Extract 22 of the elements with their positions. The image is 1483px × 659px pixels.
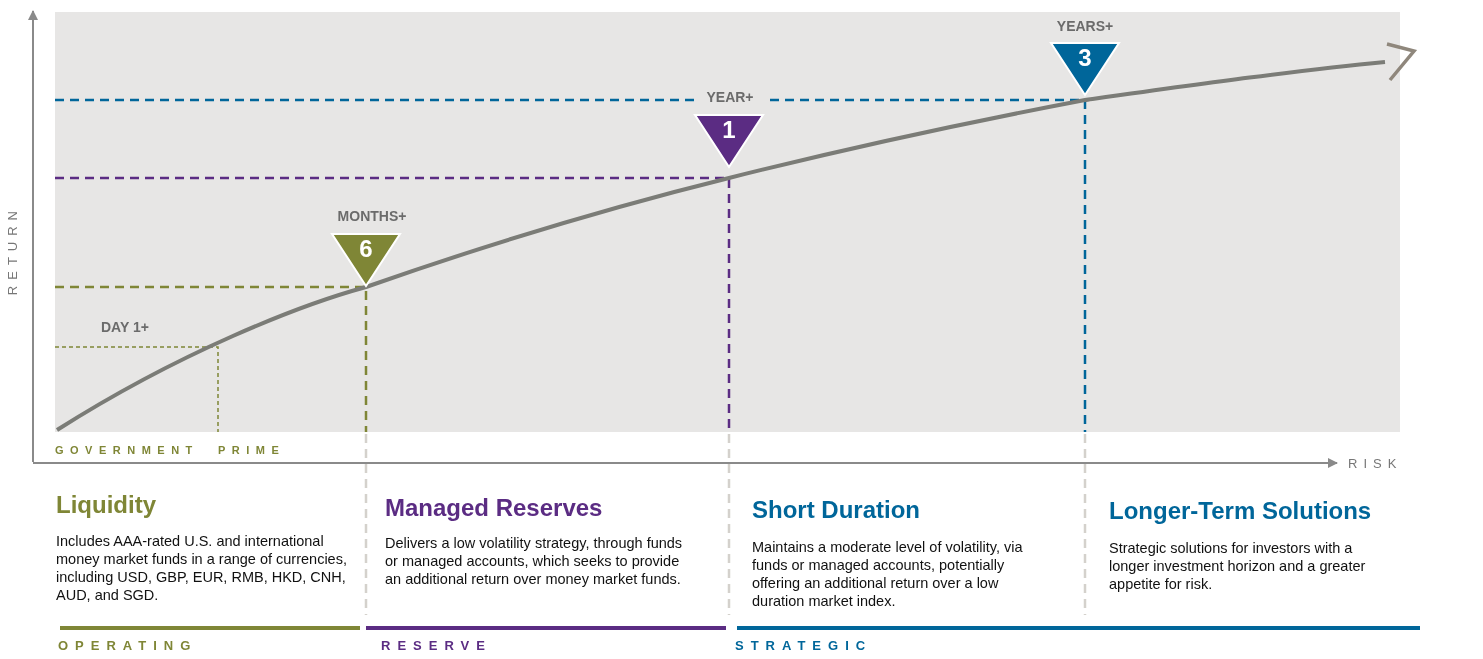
section-heading: Short Duration — [752, 496, 920, 524]
category-label: RESERVE — [381, 638, 492, 653]
tier-label: PRIME — [218, 444, 286, 456]
marker-label: MONTHS+ — [337, 208, 407, 224]
section-description: Strategic solutions for investors with a longer investment horizon and a greater appetite for risk. — [1109, 539, 1367, 593]
category-label: STRATEGIC — [735, 638, 873, 653]
marker-label: YEARS+ — [1056, 18, 1114, 34]
section-description: Maintains a moderate level of volatility, via funds or managed accounts, potentially offering an additional return over a low duration market index. — [752, 538, 1024, 610]
marker-triangle: 6 — [330, 232, 402, 288]
section-heading: Managed Reserves — [385, 494, 603, 522]
axis-label: RETURN — [5, 205, 20, 296]
marker-triangle: 1 — [693, 113, 765, 169]
axis-label: RISK — [1348, 456, 1403, 471]
section-description: Delivers a low volatility strategy, through funds or managed accounts, which seeks to provide an additional return over money market funds. — [385, 534, 684, 588]
section-heading: Liquidity — [56, 491, 156, 519]
category-label: OPERATING — [58, 638, 198, 653]
marker-label: DAY 1+ — [101, 319, 149, 335]
section-description: Includes AAA-rated U.S. and international money market funds in a range of currencies, including USD, GBP, EUR, RMB, HKD, CNH, AUD, and SGD. — [56, 532, 348, 604]
tier-label: GOVERNMENT — [55, 444, 199, 456]
marker-triangle: 3 — [1049, 41, 1121, 97]
section-heading: Longer-Term Solutions — [1109, 497, 1372, 525]
marker-label: YEAR+ — [706, 89, 754, 105]
